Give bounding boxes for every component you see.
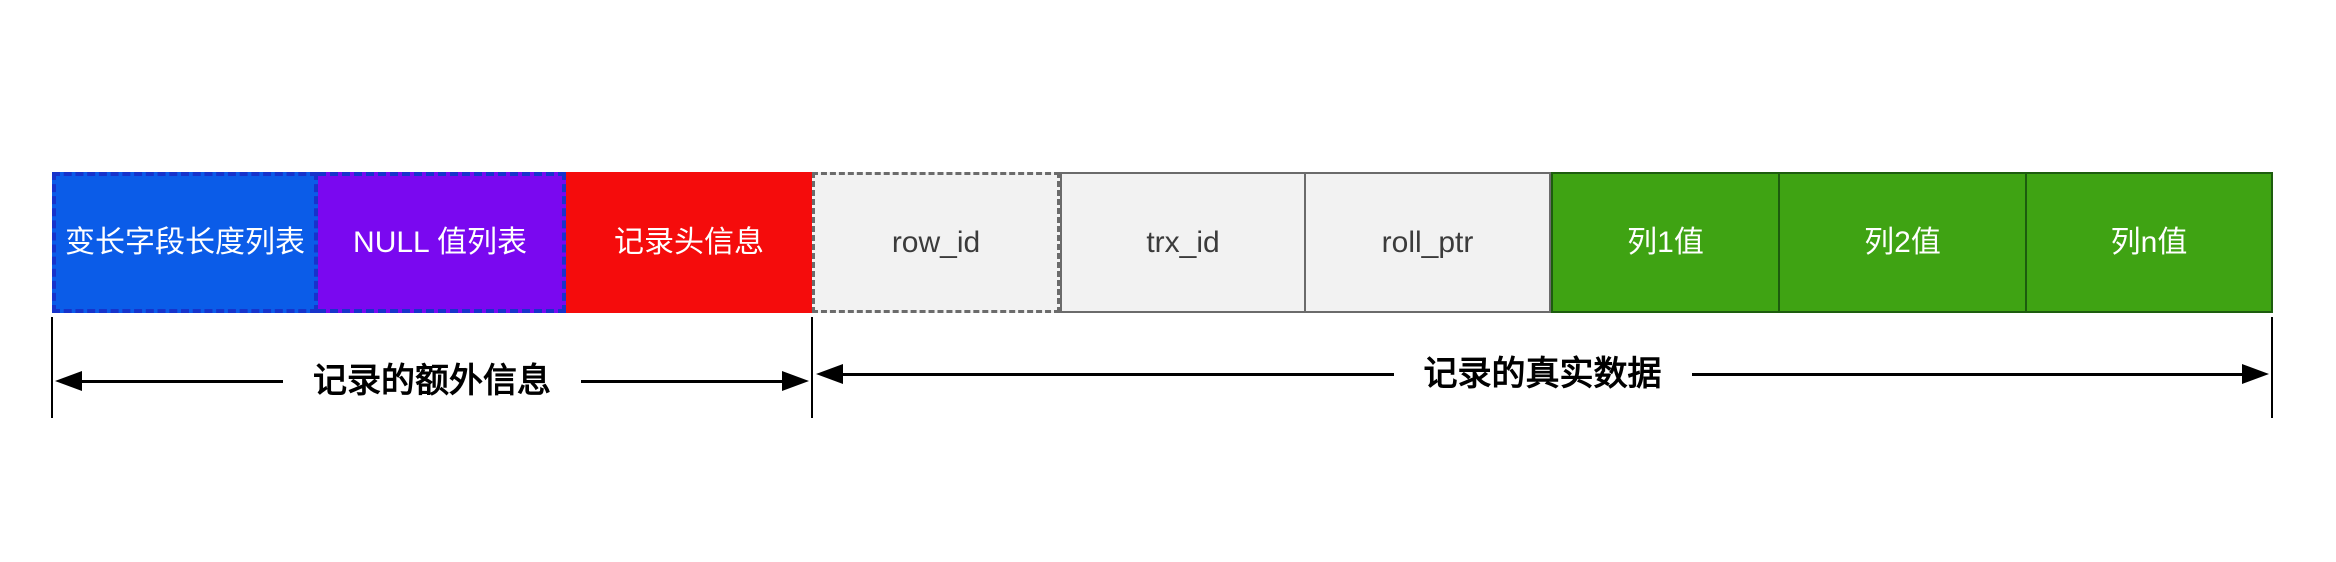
segment-varlen-list: 变长字段长度列表 (52, 172, 318, 313)
segment-coln-value: 列n值 (2027, 172, 2273, 313)
segment-null-list: NULL 值列表 (318, 172, 566, 313)
real-data-bracket: 记录的真实数据 (816, 350, 2269, 398)
arrow-left-icon (816, 364, 843, 384)
record-segment-row: 变长字段长度列表 NULL 值列表 记录头信息 row_id trx_id ro… (52, 172, 2273, 313)
segment-roll-ptr-label: roll_ptr (1381, 225, 1474, 259)
segment-col1-value: 列1值 (1551, 172, 1780, 313)
segment-record-header-label: 记录头信息 (614, 225, 764, 259)
segment-col2-value: 列2值 (1780, 172, 2027, 313)
arrow-right-icon (782, 371, 809, 391)
segment-record-header: 记录头信息 (566, 172, 812, 313)
segment-varlen-list-label: 变长字段长度列表 (65, 225, 305, 259)
real-data-label: 记录的真实数据 (1423, 355, 1662, 393)
segment-trx-id-label: trx_id (1146, 225, 1220, 259)
extra-info-bracket: 记录的额外信息 (55, 357, 809, 405)
bracket-tick-right (2271, 317, 2273, 418)
bracket-line (1691, 372, 2242, 376)
bracket-tick-left (51, 317, 53, 418)
bracket-line (843, 372, 1394, 376)
bracket-tick-middle (811, 317, 813, 418)
segment-coln-value-label: 列n值 (2110, 225, 2188, 259)
segment-row-id: row_id (812, 172, 1060, 313)
bracket-line (581, 379, 782, 383)
segment-trx-id: trx_id (1060, 172, 1306, 313)
segment-col2-value-label: 列2值 (1864, 225, 1941, 259)
extra-info-label: 记录的额外信息 (313, 362, 551, 400)
segment-roll-ptr: roll_ptr (1306, 172, 1551, 313)
arrow-left-icon (55, 371, 82, 391)
segment-row-id-label: row_id (891, 225, 981, 259)
arrow-right-icon (2242, 364, 2269, 384)
segment-col1-value-label: 列1值 (1627, 225, 1704, 259)
segment-null-list-label: NULL 值列表 (353, 225, 527, 259)
bracket-line (82, 379, 283, 383)
